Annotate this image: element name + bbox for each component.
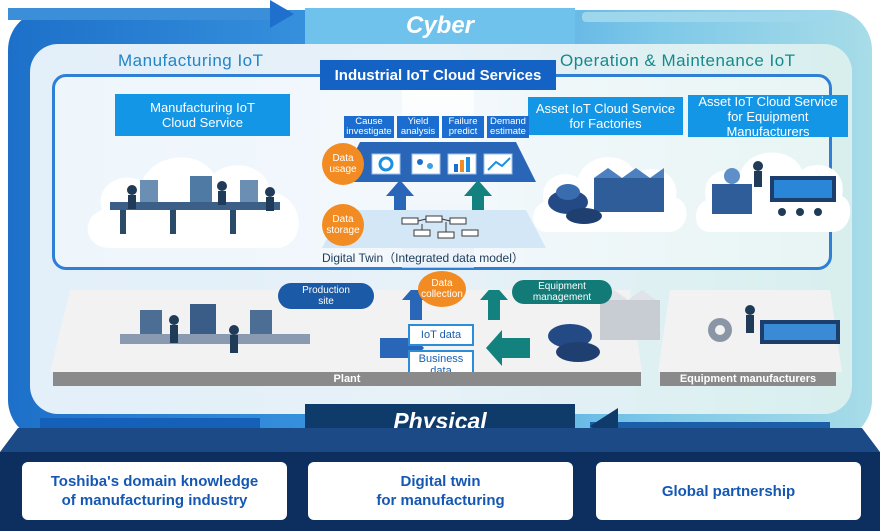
om-iot-title: Operation & Maintenance IoT	[560, 51, 796, 70]
data-usage-label: Data usage	[329, 153, 357, 175]
data-storage-circle: Data storage	[322, 204, 364, 246]
pillar-digital-twin: Digital twin for manufacturing	[308, 462, 573, 520]
upward-arrow-teal-icon	[480, 290, 508, 320]
equipment-manufacturer-icon	[708, 305, 840, 344]
cyber-arrow-right-band	[582, 12, 832, 22]
failure-predict-box: Failure predict	[442, 116, 484, 138]
physical-arrow-band	[40, 418, 260, 428]
asset-equipment-service-box: Asset IoT Cloud Service for Equipment Ma…	[688, 93, 848, 139]
equipment-manufacturer-cloud-illustration	[695, 152, 851, 232]
iot-data-box: IoT data	[408, 324, 474, 346]
failure-predict-label: Failure predict	[448, 116, 478, 137]
production-site-label: Production site	[302, 285, 350, 307]
yield-analysis-box: Yield analysis	[397, 116, 439, 138]
factory-tanks-icon	[548, 168, 664, 224]
plant-floor	[50, 290, 842, 372]
operations-room-icon	[712, 161, 836, 216]
dashboard-icons	[371, 153, 513, 175]
manufacturing-cloud-service-box: Manufacturing IoT Cloud Service	[115, 94, 290, 136]
cause-investigate-box: Cause investigate	[344, 116, 394, 138]
demand-estimate-label: Demand estimate	[490, 116, 526, 137]
arrow-left-icon	[486, 330, 530, 366]
demand-estimate-box: Demand estimate	[487, 116, 529, 138]
cyber-arrow-tail	[8, 8, 278, 20]
iot-data-label: IoT data	[420, 329, 462, 341]
cause-investigate-label: Cause investigate	[346, 116, 392, 137]
physical-arrow-tail	[590, 422, 830, 432]
data-storage-label: Data storage	[326, 214, 360, 236]
pillar-domain-knowledge: Toshiba's domain knowledge of manufactur…	[22, 462, 287, 520]
yield-analysis-label: Yield analysis	[400, 116, 436, 137]
data-model-icon	[401, 215, 479, 239]
foundation-roof	[0, 428, 880, 452]
asset-factory-service-label: Asset IoT Cloud Service for Factories	[535, 101, 676, 131]
plant-label: Plant	[53, 372, 641, 386]
iiot-cloud-title: Industrial IoT Cloud Services	[320, 60, 556, 90]
equipment-management-badge: Equipment management	[512, 280, 612, 304]
production-line-icon	[120, 304, 310, 353]
digital-twin-layer	[322, 210, 546, 248]
manufacturing-iot-title: Manufacturing IoT	[118, 51, 264, 70]
cyber-arrow-head-icon	[270, 0, 294, 28]
data-usage-layer	[340, 142, 536, 182]
pillar-twin-label: Digital twin for manufacturing	[376, 473, 505, 509]
factory-cloud-illustration	[533, 157, 687, 232]
production-site-badge: Production site	[278, 283, 374, 309]
data-usage-circle: Data usage	[322, 143, 364, 185]
asset-equipment-service-label: Asset IoT Cloud Service for Equipment Ma…	[698, 93, 838, 139]
factory-equipment-icon	[548, 290, 660, 362]
manufacturing-cloud-illustration	[87, 157, 299, 248]
digital-twin-label: Digital Twin（Integrated data model）	[322, 251, 524, 265]
pillar-global-partnership: Global partnership	[596, 462, 861, 520]
manufacturing-cloud-service-label: Manufacturing IoT Cloud Service	[150, 100, 255, 130]
asset-factory-service-box: Asset IoT Cloud Service for Factories	[528, 97, 683, 135]
equipment-manufacturers-label: Equipment manufacturers	[660, 372, 836, 386]
pillar-domain-label: Toshiba's domain knowledge of manufactur…	[50, 473, 259, 509]
data-collection-label: Data collection	[421, 278, 463, 300]
pillar-partner-label: Global partnership	[661, 482, 796, 500]
data-collection-circle: Data collection	[418, 271, 466, 307]
assembly-line-icon	[110, 176, 280, 234]
upward-arrows-icon	[386, 180, 492, 216]
cyber-label: Cyber	[305, 8, 575, 44]
equipment-management-label: Equipment management	[532, 281, 592, 303]
